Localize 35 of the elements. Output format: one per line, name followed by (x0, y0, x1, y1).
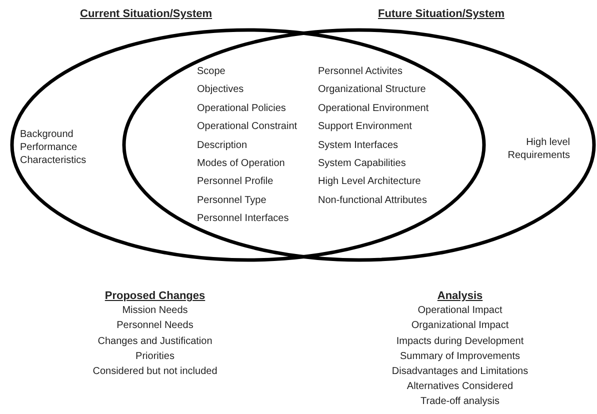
set-label: Background Performance Characteristics (20, 128, 88, 167)
list-item: Operational Environment (318, 102, 429, 114)
set-label: High level Requirements (506, 136, 570, 162)
list-item: Organizational Structure (318, 84, 426, 96)
list-item: Personnel Needs (116, 320, 194, 332)
list-item: Non-functional Attributes (318, 194, 427, 206)
list-item: Impacts during Development (396, 336, 524, 347)
list-item: Disadvantages and Limitations (392, 366, 528, 377)
heading: Future Situation/System (378, 8, 505, 20)
list-item: Operational Policies (197, 102, 286, 114)
list-item: Description (197, 140, 248, 151)
list-item: Trade-off analysis (420, 396, 500, 408)
list-item: Support Environment (318, 121, 412, 132)
list-item: Alternatives Considered (406, 381, 514, 392)
list-item: High Level Architecture (318, 176, 421, 188)
list-item: Changes and Justification (98, 336, 212, 347)
list-item: Objectives (197, 84, 244, 96)
list-item: Personnel Activites (318, 66, 402, 77)
list-item: Priorities (136, 350, 174, 362)
list-item: Modes of Operation (197, 158, 285, 169)
list-item: Mission Needs (122, 305, 188, 316)
list-item: Operational Impact (418, 305, 502, 316)
list-item: System Capabilities (318, 158, 406, 169)
list-item: System Interfaces (318, 140, 398, 151)
list-item: Personnel Type (197, 194, 266, 206)
list-item: Personnel Interfaces (197, 213, 289, 224)
section-heading: Proposed Changes (104, 290, 206, 302)
list-item: Considered but not included (92, 366, 218, 377)
list-item: Personnel Profile (197, 176, 274, 188)
list-item: Summary of Improvements (400, 350, 520, 362)
list-item: Operational Constraint (197, 121, 298, 132)
section-heading: Analysis (437, 290, 483, 302)
list-item: Organizational Impact (411, 320, 509, 332)
list-item: Scope (197, 66, 226, 77)
heading: Current Situation/System (80, 8, 212, 20)
